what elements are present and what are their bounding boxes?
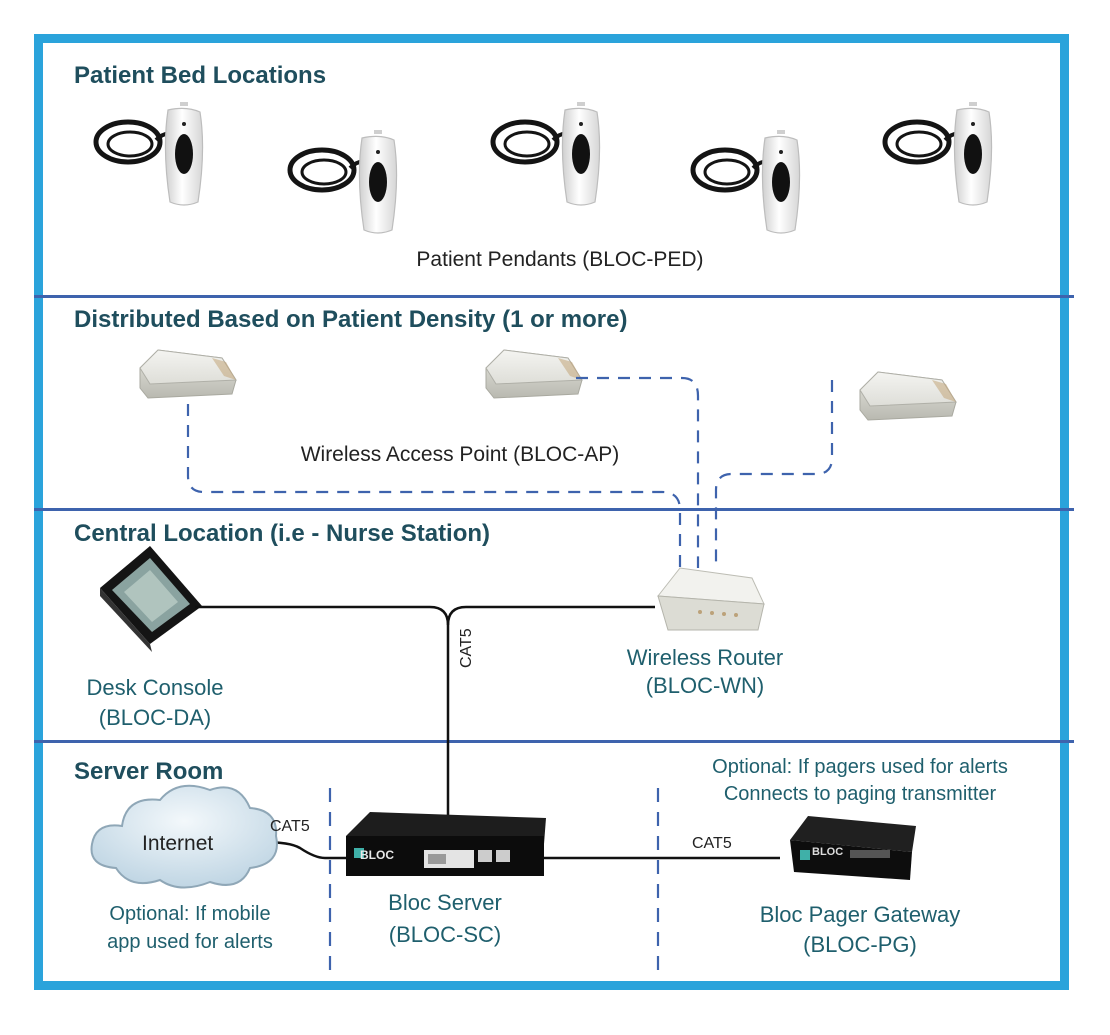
server-name-label: Bloc Server	[388, 890, 502, 915]
internet-label: Internet	[142, 832, 214, 855]
mobile-note-line-1: Optional: If mobile	[109, 903, 271, 925]
access-point-label: Wireless Access Point (BLOC-AP)	[300, 443, 620, 466]
section-title-bed: Patient Bed Locations	[74, 62, 327, 89]
pendants-label: Patient Pendants (BLOC-PED)	[416, 248, 704, 271]
pager-model-label: (BLOC-PG)	[803, 932, 917, 957]
server-icon	[346, 812, 546, 876]
section-divider	[34, 508, 1074, 511]
router-name-label: Wireless Router	[626, 645, 784, 670]
cloud-icon	[90, 784, 278, 889]
access-point-icon	[859, 371, 957, 421]
access-point-icon	[139, 349, 237, 399]
cat5-internet-label: CAT5	[270, 818, 310, 835]
section-title-central: Central Location (i.e - Nurse Station)	[74, 520, 491, 547]
mobile-note-line-2: app used for alerts	[107, 931, 273, 953]
pendant-icon	[885, 102, 992, 205]
cat5-vertical-label: CAT5	[458, 628, 475, 668]
access-point-icon	[485, 349, 583, 399]
pendant-icon	[693, 130, 800, 233]
pager-note-line-1: Optional: If pagers used for alerts	[712, 756, 1008, 778]
section-divider	[34, 295, 1074, 298]
console-model-label: (BLOC-DA)	[98, 705, 212, 730]
router-icon	[657, 567, 765, 631]
pendant-icon	[96, 102, 203, 205]
pager-note-line-2: Connects to paging transmitter	[723, 783, 997, 805]
cat5-pager-label: CAT5	[692, 835, 732, 852]
server-brand-label: BLOC	[360, 848, 394, 862]
pager-name-label: Bloc Pager Gateway	[759, 902, 961, 927]
pendant-icon	[290, 130, 397, 233]
server-model-label: (BLOC-SC)	[388, 922, 502, 947]
pendant-icon	[493, 102, 600, 205]
console-name-label: Desk Console	[86, 675, 224, 700]
pager-gateway-icon	[790, 816, 916, 880]
router-model-label: (BLOC-WN)	[645, 673, 765, 698]
section-title-server: Server Room	[74, 758, 224, 785]
section-title-distributed: Distributed Based on Patient Density (1 …	[74, 306, 628, 333]
desk-console-icon	[100, 546, 202, 652]
pager-brand-label: BLOC	[812, 846, 844, 858]
section-divider	[34, 740, 1074, 743]
